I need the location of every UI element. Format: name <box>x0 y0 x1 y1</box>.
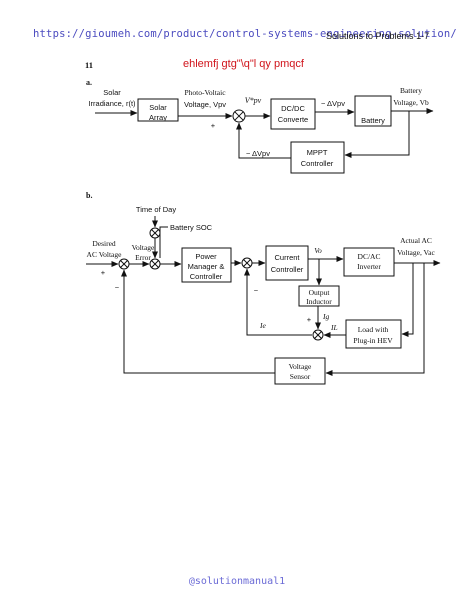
voltage-feedback-arrow <box>121 269 275 374</box>
problem-number: 11 <box>85 60 94 70</box>
battery-soc-label: Battery SOC <box>170 223 213 232</box>
power-manager-label-line2: Manager & <box>188 262 225 271</box>
current-controller-label-line2: Controller <box>271 265 304 274</box>
solar-array-label-line1: Solar <box>149 103 167 112</box>
mppt-controller-block <box>290 141 345 174</box>
watermark: @solutionmanual1 <box>188 576 286 587</box>
dcac-inverter-block <box>343 247 395 277</box>
running-header: Solutions to Problems 1-7 <box>326 31 429 41</box>
diagram-b-label: b. <box>86 191 92 200</box>
solar-array-block <box>137 98 179 122</box>
summing-junction-a <box>232 109 246 123</box>
il-label: IL <box>330 323 338 332</box>
battery-voltage-label-line1: Battery <box>400 86 422 95</box>
dcdc-label-line2: Converte <box>278 115 308 124</box>
pv-voltage-label-line1: Photo-Voltaic <box>184 88 226 97</box>
summing-junction-inductor <box>312 329 324 341</box>
mppt-feedback-line <box>236 122 291 159</box>
running-title: Solutions to Problems <box>326 31 414 41</box>
diagram-b-text: b. Time of Day Battery SOC Desired AC Vo… <box>86 191 435 381</box>
diagram-a <box>95 95 434 174</box>
ig-label: Ig <box>322 312 329 321</box>
minus-sign-b: − <box>115 283 120 292</box>
power-manager-label-line3: Controller <box>190 272 223 281</box>
minus-sign-b-2: − <box>254 286 259 295</box>
load-block <box>345 319 402 349</box>
load-label-line1: Load with <box>358 325 389 334</box>
actual-voltage-label-line2: Voltage, Vac <box>397 248 435 257</box>
actual-voltage-label-line1: Actual AC <box>400 236 432 245</box>
plus-sign-b-2: + <box>307 315 312 324</box>
sensor-input-arrow <box>325 263 425 376</box>
ie-label: Ie <box>259 321 266 330</box>
battery-voltage-label-line2: Voltage, Vb <box>393 98 429 107</box>
output-inductor-label-line2: Inductor <box>306 297 332 306</box>
summing-junction-voltage-error <box>118 258 130 270</box>
delta-vpv-feedback-label: − ΔVpv <box>246 149 270 158</box>
summing-junction-current <box>241 257 253 269</box>
desired-voltage-label-line1: Desired <box>92 239 116 248</box>
load-label-line2: Plug-in HEV <box>353 336 393 345</box>
delta-vpv-top-label: − ΔVpv <box>321 99 345 108</box>
voltage-error-label-line1: Voltage <box>132 243 155 252</box>
vo-label: Vo <box>314 246 322 255</box>
dcac-label-line1: DC/AC <box>358 252 381 261</box>
source-url: https://gioumeh.com/product/control-syst… <box>33 28 457 40</box>
solar-array-label-line2: Array <box>149 113 167 122</box>
output-inductor-label-line1: Output <box>309 288 331 297</box>
plus-sign-a: + <box>211 121 216 130</box>
power-manager-block <box>181 247 232 283</box>
solar-irradiance-label-line2: Irradiance, r(t) <box>88 99 136 108</box>
voltage-error-label-line2: Error <box>135 253 151 262</box>
summing-junction-time <box>149 227 161 239</box>
solar-irradiance-label-line1: Solar <box>103 88 121 97</box>
battery-feedback-line <box>344 111 410 158</box>
output-inductor-block <box>298 285 340 307</box>
scrambled-heading: ehlemfj gtg"\q"l qy pmqcf <box>183 58 304 70</box>
mppt-label-line1: MPPT <box>307 148 328 157</box>
current-feedback-arrow <box>244 268 312 336</box>
page-number: 1-7 <box>416 31 430 41</box>
dcdc-label-line1: DC/DC <box>281 104 305 113</box>
voltage-sensor-label-line2: Sensor <box>290 372 311 381</box>
battery-block-label: Battery <box>361 116 385 125</box>
dcac-label-line2: Inverter <box>357 262 381 271</box>
dcdc-converter-block <box>270 98 316 130</box>
voltage-to-load-arrow <box>401 263 414 337</box>
pv-voltage-label-line2: Voltage, Vpv <box>184 100 226 109</box>
current-controller-block <box>265 245 309 281</box>
power-manager-label-line1: Power <box>195 252 217 261</box>
voltage-sensor-label-line1: Voltage <box>289 362 312 371</box>
reference-voltage-label: V*pv <box>245 96 262 105</box>
summing-junction-soc <box>149 258 161 270</box>
current-controller-label-line1: Current <box>274 253 300 262</box>
mppt-label-line2: Controller <box>301 159 334 168</box>
diagram-a-label: a. <box>86 78 92 87</box>
diagram-b <box>86 216 441 385</box>
time-of-day-label: Time of Day <box>136 205 176 214</box>
voltage-sensor-block <box>274 357 326 385</box>
plus-sign-b: + <box>101 268 106 277</box>
diagram-a-text: a. Solar Irradiance, r(t) Solar Array Ph… <box>86 78 429 168</box>
desired-voltage-label-line2: AC Voltage <box>87 250 123 259</box>
battery-soc-line <box>159 226 168 258</box>
